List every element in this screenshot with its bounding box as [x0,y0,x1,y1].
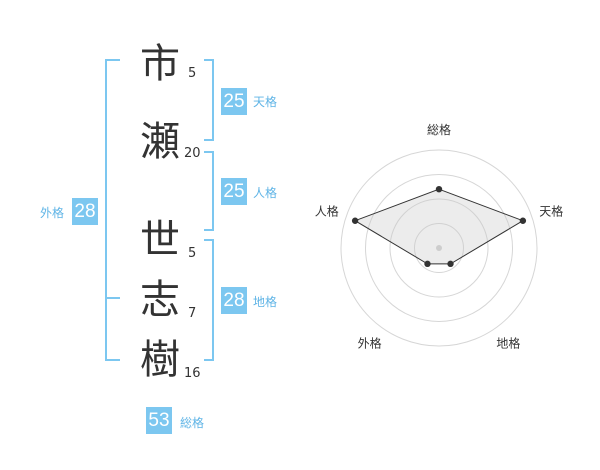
radar-ring-4 [340,149,538,347]
radar-point-2 [519,217,527,224]
gaikaku-label: 外格 [40,206,65,220]
stroke-count-5: 16 [184,366,201,381]
radar-axis-label-4: 外格 [358,335,382,350]
radar-point-3 [447,260,454,268]
stroke-count-4: 7 [188,306,197,321]
name-char-2: 瀬 [140,119,180,165]
name-char-3: 世 [140,217,180,263]
chikaku-bracket [204,239,214,361]
jinkaku-value: 25 [221,178,247,205]
radar-area [353,188,525,265]
tenkaku-label: 天格 [253,95,278,109]
tenkaku-bracket [204,59,214,141]
radar-point-1 [435,186,443,193]
radar-axis-label-3: 地格 [496,335,520,350]
stroke-count-2: 20 [184,146,201,161]
name-char-5: 樹 [140,337,180,383]
stroke-count-3: 5 [188,246,197,261]
radar-axis-label-2: 天格 [539,204,563,219]
chikaku-label: 地格 [253,295,278,309]
tenkaku-value: 25 [221,88,247,115]
jinkaku-label: 人格 [253,186,278,200]
soukaku-value: 53 [146,407,172,434]
chikaku-value: 28 [221,287,247,314]
radar-center [436,245,442,251]
jinkaku-bracket [204,151,214,231]
radar-ring-1 [414,223,464,273]
radar-point-5 [351,217,359,224]
radar-axis-label-1: 総格 [427,122,451,137]
name-char-4: 志 [140,277,180,323]
radar-ring-3 [365,174,513,322]
gaikaku-bracket [105,59,120,361]
soukaku-label: 総格 [180,416,205,430]
radar-point-4 [424,260,431,268]
gaikaku-value: 28 [72,198,98,225]
name-char-1: 市 [140,41,180,87]
radar-axis-label-5: 人格 [315,204,339,219]
stroke-count-1: 5 [188,66,197,81]
radar-ring-2 [389,198,489,298]
